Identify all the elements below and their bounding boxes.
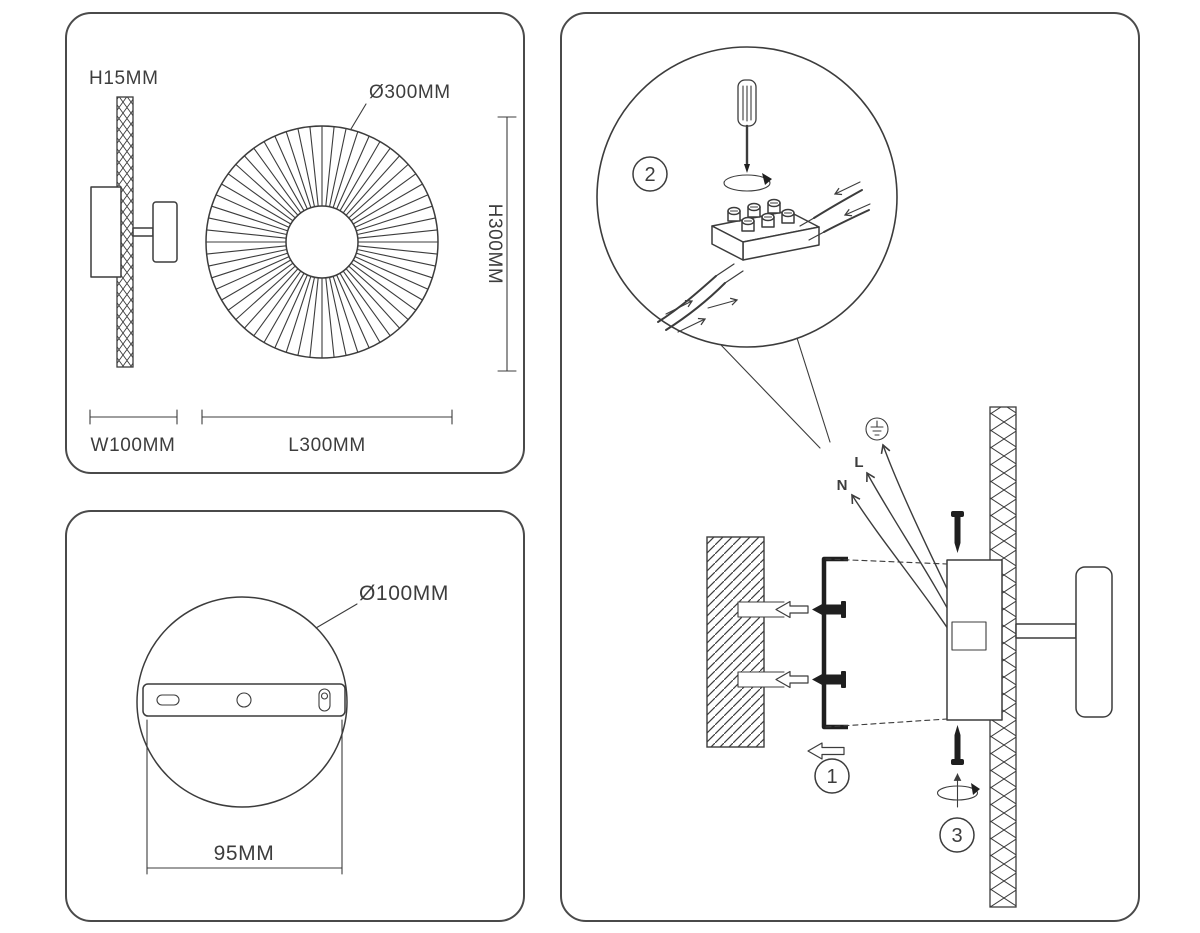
- detail-wires: [657, 189, 870, 331]
- lamp-arm: [1015, 623, 1077, 639]
- pull-direction-arrow-icon: [807, 742, 845, 760]
- height-label: H300MM: [484, 204, 505, 285]
- panel-installation: 2: [560, 12, 1140, 922]
- terminal-block: [711, 198, 820, 261]
- base-drawing: Ø100MM 95MM: [136, 582, 449, 875]
- side-height-label: H15MM: [89, 68, 159, 89]
- step-1-number: 1: [826, 766, 837, 788]
- center-hole: [236, 692, 252, 708]
- dimensions-drawing: H15MM Ø300MM H300MM W100MM: [89, 68, 517, 456]
- terminal-box: [951, 621, 987, 651]
- base-diameter-leader: [315, 603, 358, 629]
- spacing-dimension: [146, 719, 343, 875]
- lamp-side-view: [90, 96, 178, 368]
- arm-side: [132, 227, 154, 237]
- spacing-label: 95MM: [214, 842, 275, 865]
- ground-icon: [865, 417, 889, 441]
- wall-anchor-screws: [812, 601, 846, 688]
- lamp-body: [1075, 566, 1113, 718]
- keyhole-dot: [320, 692, 329, 700]
- shade-front-view: [205, 125, 439, 359]
- wall-hatch: [706, 536, 765, 748]
- width-label: W100MM: [91, 435, 176, 456]
- anchor-screw-icon: [812, 601, 846, 618]
- wiring-detail-bubble: 2: [596, 46, 898, 449]
- step-3-number: 3: [951, 825, 962, 847]
- mounting-bracket: [821, 556, 848, 730]
- step-2-badge: 2: [632, 156, 668, 192]
- projection-lines: [825, 558, 948, 728]
- keyhole: [318, 688, 331, 712]
- screw-bottom-icon: [951, 725, 964, 765]
- rotate-screwdriver-icon: [723, 173, 772, 192]
- backplate-side: [90, 186, 122, 278]
- wall-section: [706, 536, 785, 748]
- insert-direction-arrows: [665, 181, 871, 333]
- rotate-screw-indicator: [936, 773, 980, 808]
- mounting-plate: [142, 683, 346, 717]
- width-dimension: [89, 409, 178, 425]
- panel-product-dimensions: H15MM Ø300MM H300MM W100MM: [65, 12, 525, 474]
- slot-hole: [156, 694, 180, 706]
- mounting-plate-top-view: [142, 683, 346, 717]
- bubble-tail: [720, 337, 831, 449]
- height-dimension: [497, 116, 517, 372]
- anchor-direction-arrows: [775, 600, 809, 689]
- panel-mounting-base: Ø100MM 95MM: [65, 510, 525, 922]
- mounting-plate-side: [946, 559, 1003, 721]
- neutral-wire-label: N: [837, 477, 848, 494]
- diameter-leader-line: [350, 103, 367, 130]
- length-dimension: [201, 409, 453, 425]
- live-wire-label: L: [854, 454, 863, 471]
- anchor-arrow-icon: [775, 670, 809, 689]
- terminal-screws: [727, 198, 795, 232]
- shade-inner-circle: [285, 205, 359, 279]
- anchor-arrow-icon: [775, 600, 809, 619]
- screw-top-icon: [951, 511, 964, 553]
- shade-rays: [205, 125, 439, 359]
- installation-drawing: 2: [596, 46, 1113, 908]
- diameter-label: Ø300MM: [369, 82, 451, 103]
- step-2-number: 2: [644, 164, 655, 186]
- wall-hole-top: [737, 601, 785, 618]
- base-diameter-label: Ø100MM: [359, 582, 449, 605]
- length-label: L300MM: [288, 435, 366, 456]
- screwdriver-icon: [737, 79, 757, 173]
- lamp-body-side: [152, 201, 178, 263]
- bubble-circle: [596, 46, 898, 348]
- step-1-badge: 1: [814, 758, 850, 794]
- step-3-badge: 3: [939, 817, 975, 853]
- anchor-screw-icon: [812, 671, 846, 688]
- wall-hole-bottom: [737, 671, 785, 688]
